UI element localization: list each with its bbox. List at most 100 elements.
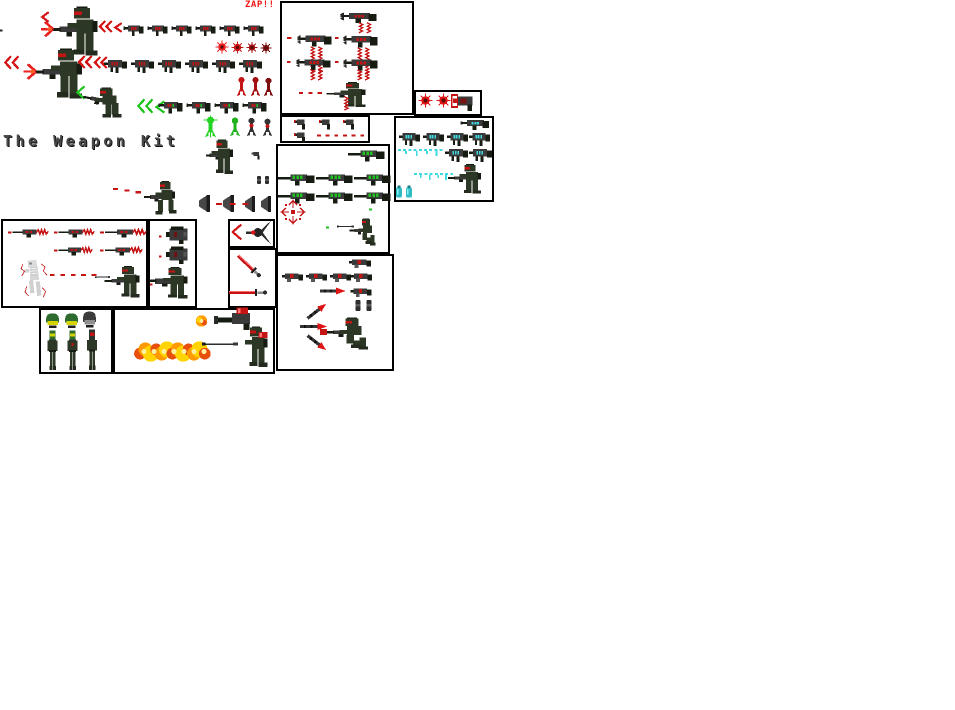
assault-rifle-5 <box>219 21 241 37</box>
chevron-green-row3-c <box>154 100 166 114</box>
shotgun-4 <box>350 269 373 284</box>
green-rifle-4 <box>278 188 316 205</box>
soldier-heavy <box>149 267 197 303</box>
green-rifle-6 <box>354 188 392 205</box>
panel-rapid-fire-rifles <box>280 1 414 115</box>
cryo-gun-4 <box>468 129 491 146</box>
winged-projectile <box>245 219 273 246</box>
flame-stream <box>134 341 211 362</box>
zigzag-rifle-2a <box>297 31 334 48</box>
assault-rifle-3 <box>171 21 193 37</box>
assault-rifle-1 <box>123 21 145 37</box>
pulse-rifle-3 <box>214 97 240 115</box>
shotgun-1 <box>281 269 304 284</box>
soldier-pistol <box>203 139 241 179</box>
green-dash-2 <box>326 224 333 229</box>
dash-p1-e <box>299 90 327 95</box>
cryo-rifle-top <box>460 116 491 131</box>
sniper-rifle-4 <box>54 244 93 257</box>
assault-rifle-4 <box>195 21 217 37</box>
zigzag-rifle-3b <box>343 55 380 72</box>
assault-rifle-6 <box>243 21 265 37</box>
pulse-rifle-4 <box>242 97 268 115</box>
red-pistol-1 <box>293 116 316 130</box>
red-pistol-2 <box>318 116 341 130</box>
shot-shell-2 <box>365 299 373 312</box>
shotgun-3 <box>329 269 352 284</box>
edge-dash <box>0 28 6 33</box>
helmet-green-1 <box>45 312 60 329</box>
ammo-zigzag-3b <box>355 69 372 81</box>
chevron-red-row1-a <box>40 11 50 23</box>
cryo-gun-2 <box>422 129 445 146</box>
sniper-barrel-green <box>337 224 354 229</box>
soldier-crouch-shotgun <box>320 315 375 354</box>
plasma-orb-4 <box>260 42 272 54</box>
chevron-red-row1-b <box>98 20 113 33</box>
shell-cone-1 <box>199 195 211 212</box>
rocket-up <box>305 300 329 322</box>
chevron-red-row1-c <box>113 22 123 33</box>
chevron-green-row3-a <box>75 85 86 100</box>
zigzag-rifle-top <box>340 9 379 24</box>
fireball <box>194 314 209 328</box>
cone-dots <box>216 201 256 206</box>
dash-p8-b <box>159 253 165 258</box>
small-pistol <box>251 149 267 160</box>
red-bullet-3 <box>263 77 274 96</box>
slug-projectile <box>320 286 346 296</box>
dark-bullet-1 <box>246 117 257 136</box>
energy-sword-flat <box>229 286 268 299</box>
dash-p1-d <box>335 59 343 64</box>
cryo-gun-6 <box>468 145 493 162</box>
zap-text: ZAP!! <box>245 0 275 10</box>
green-dash-1 <box>369 206 376 211</box>
machine-gun-2 <box>130 56 155 73</box>
green-rifle-top <box>348 146 386 163</box>
shotgun-2 <box>305 269 328 284</box>
rocket-down <box>305 333 329 353</box>
machine-gun-4 <box>184 56 209 73</box>
tracer-dots <box>113 184 147 194</box>
ammo-zigzag-3a <box>308 69 325 81</box>
chevron-red-row2-c <box>93 56 108 69</box>
orb-launcher <box>451 92 480 111</box>
green-rifle-1 <box>278 170 316 187</box>
soldier-walking <box>144 181 183 220</box>
dash-p1-a <box>287 35 297 40</box>
red-pistol-4 <box>293 129 316 143</box>
chevron-wing <box>230 223 242 241</box>
pulse-rifle-1 <box>158 97 184 115</box>
dash-p1-b <box>335 35 343 40</box>
dark-bullet-2 <box>262 118 273 136</box>
chevron-red-row2-b <box>77 55 93 69</box>
cryo-gun-5 <box>444 145 469 162</box>
soldier-crouch-sniper <box>349 216 380 249</box>
shotgun-top <box>348 255 372 270</box>
shot-shell-1 <box>354 299 362 312</box>
pulse-rifle-2 <box>186 97 212 115</box>
soldier-rifleman-row1 <box>40 6 109 63</box>
soldier-flamethrower <box>236 326 276 373</box>
sniper-tracer <box>50 272 102 277</box>
trooper-front-3 <box>83 329 101 374</box>
cryo-gun-3 <box>446 129 469 146</box>
sniper-rifle-3 <box>100 226 148 239</box>
heavy-gun-2 <box>166 246 194 264</box>
ammo-zigzag-top <box>356 22 374 34</box>
title-text: The Weapon Kit <box>3 132 179 150</box>
dash-p8-a <box>159 233 165 238</box>
pistol-tracer <box>317 133 369 138</box>
sniper-rifle-5 <box>100 244 144 257</box>
red-starburst <box>280 199 306 225</box>
grenade-shell-2 <box>264 175 270 185</box>
assault-rifle-2 <box>147 21 169 37</box>
cryo-stream <box>414 172 453 182</box>
sniper-long-barrel <box>95 274 110 278</box>
flamer-barrel <box>202 340 238 348</box>
machine-gun-6 <box>238 56 263 73</box>
soldier-rifleman-row2 <box>23 48 94 106</box>
soldier-sniper <box>104 266 148 302</box>
trooper-front-2 <box>63 330 82 374</box>
trooper-front-1 <box>43 330 62 374</box>
